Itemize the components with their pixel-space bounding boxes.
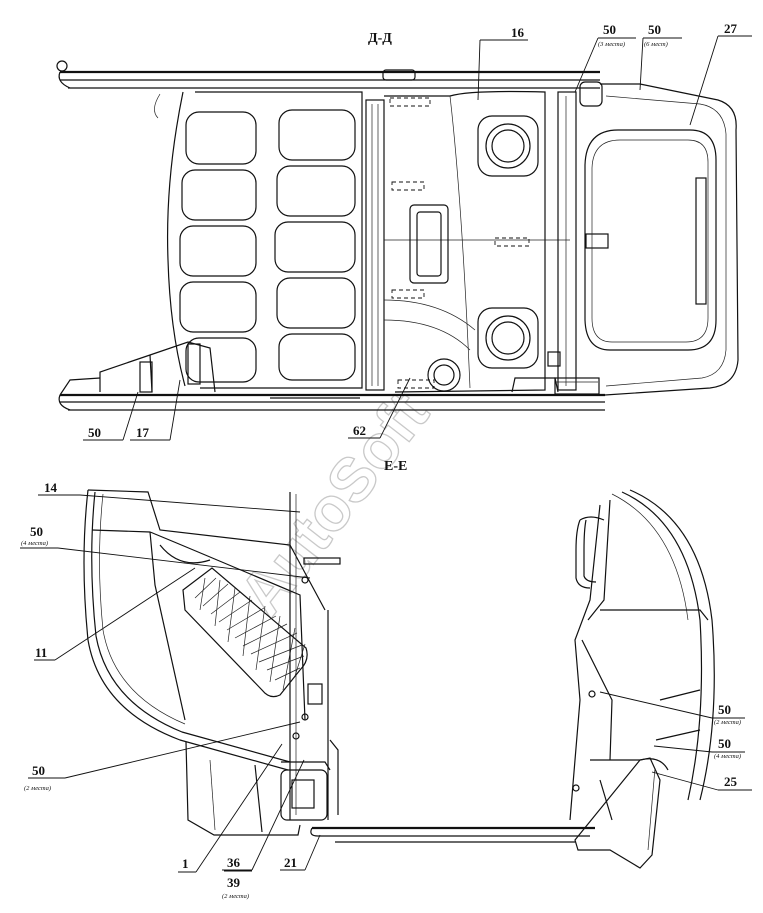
callout-50-low-note: (2 места) [24, 785, 51, 792]
callout-62: 62 [353, 423, 366, 438]
callout-50-low: 50 [32, 763, 45, 778]
dashed-markers [389, 97, 530, 389]
view-e-e: Е-Е [83, 459, 715, 869]
callout-50-right-b-note: (4 места) [714, 753, 741, 760]
callout-50-top-b: 50 [648, 22, 661, 37]
callout-11: 11 [35, 645, 47, 660]
callout-labels: 16 50 (3 места) 50 (6 мест) 27 50 17 62 … [21, 21, 741, 900]
callout-50-top-a: 50 [603, 22, 616, 37]
floor-cutouts [179, 109, 356, 383]
callout-39-note: (2 места) [222, 893, 249, 900]
callout-50-right-a: 50 [718, 702, 731, 717]
callout-36: 36 [227, 855, 241, 870]
round-hatch-upper [477, 115, 539, 177]
callout-50-right-a-note: (2 места) [714, 719, 741, 726]
callout-50-top-b-note: (6 мест) [644, 41, 668, 48]
callout-50-left: 50 [88, 425, 101, 440]
callout-16: 16 [511, 25, 525, 40]
callout-50-mid: 50 [30, 524, 43, 539]
callout-50-right-b: 50 [718, 736, 731, 751]
section-title-top: Д-Д [368, 31, 392, 46]
leader-lines [20, 35, 752, 873]
callout-17: 17 [136, 425, 150, 440]
section-title-bottom: Е-Е [384, 459, 407, 474]
view-d-d: Д-Д [56, 31, 739, 411]
callout-21: 21 [284, 855, 297, 870]
watermark-text: AutoSoft [227, 380, 442, 629]
callout-50-mid-note: (4 места) [21, 540, 48, 547]
callout-14: 14 [44, 480, 58, 495]
callout-27: 27 [724, 21, 738, 36]
callout-50-top-a-note: (3 места) [598, 41, 625, 48]
callout-1: 1 [182, 856, 189, 871]
callout-39: 39 [227, 875, 241, 890]
net-mesh [194, 577, 306, 691]
callout-25: 25 [724, 774, 738, 789]
round-hatch-lower [477, 307, 539, 369]
